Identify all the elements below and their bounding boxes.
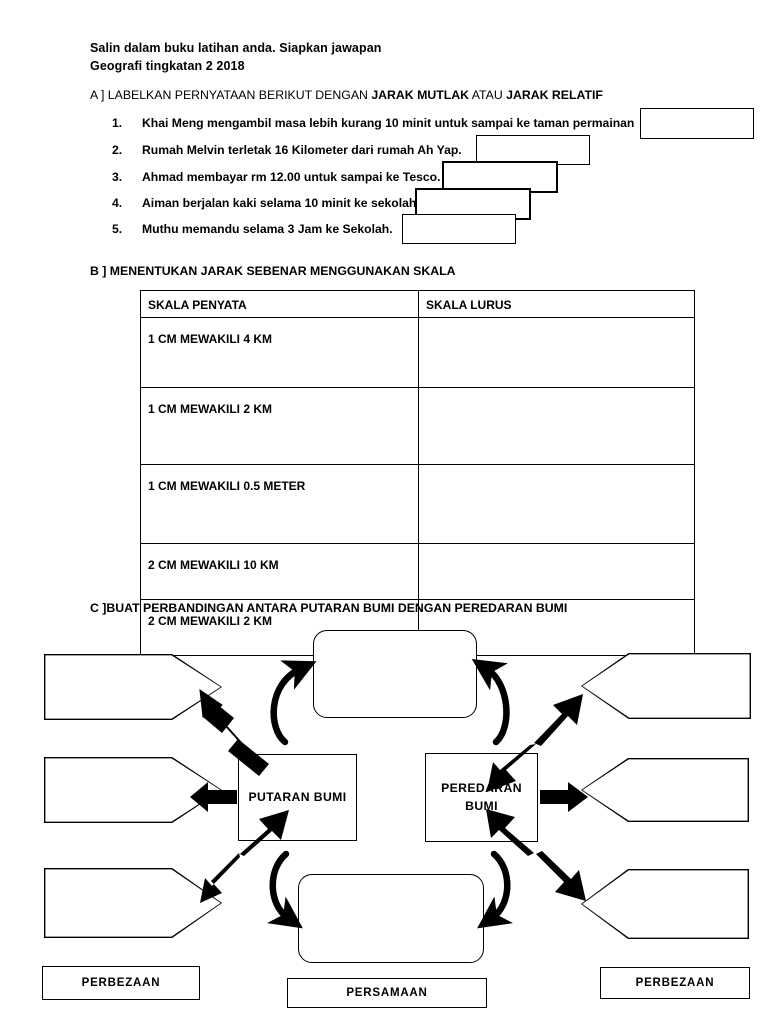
section-c-heading: C ]BUAT PERBANDINGAN ANTARA PUTARAN BUMI…: [90, 601, 568, 615]
question-number-1: 1.: [112, 116, 123, 130]
bottom-common-box[interactable]: [298, 874, 484, 963]
cell-skala-penyata-1: 1 CM MEWAKILI 4 KM: [140, 317, 419, 388]
top-common-box[interactable]: [313, 630, 477, 718]
section-a-heading-bold-2: JARAK RELATIF: [506, 88, 603, 102]
cell-skala-lurus-4[interactable]: [418, 543, 695, 600]
section-a-heading-mid: ATAU: [469, 88, 507, 102]
header-line-2: Geografi tingkatan 2 2018: [90, 59, 245, 73]
section-b-heading: B ] MENENTUKAN JARAK SEBENAR MENGGUNAKAN…: [90, 264, 456, 278]
right-answer-shape-3[interactable]: [581, 869, 749, 939]
section-a-heading-prefix: A ] LABELKAN PERNYATAAN BERIKUT DENGAN: [90, 88, 372, 102]
cell-skala-lurus-3[interactable]: [418, 464, 695, 544]
column-header-skala-penyata: SKALA PENYATA: [140, 290, 419, 318]
legend-perbezaan-right: PERBEZAAN: [600, 967, 750, 999]
cell-skala-lurus-1[interactable]: [418, 317, 695, 388]
question-row-1: 1. Khai Meng mengambil masa lebih kurang …: [112, 116, 634, 130]
question-number-2: 2.: [112, 143, 123, 157]
arrow-peredaran-to-right-2: [540, 782, 588, 812]
column-header-skala-lurus: SKALA LURUS: [418, 290, 695, 318]
question-row-5: 5. Muthu memandu selama 3 Jam ke Sekolah.: [112, 222, 393, 236]
table-row: 1 CM MEWAKILI 2 KM: [140, 387, 695, 465]
right-answer-shape-2[interactable]: [581, 758, 749, 822]
right-answer-shape-1[interactable]: [581, 653, 751, 719]
left-answer-shape-3[interactable]: [44, 868, 222, 938]
table-header-row: SKALA PENYATA SKALA LURUS: [140, 290, 695, 318]
question-text-5: Muthu memandu selama 3 Jam ke Sekolah.: [142, 222, 393, 236]
question-text-1: Khai Meng mengambil masa lebih kurang 10…: [142, 116, 635, 130]
center-box-putaran-bumi: PUTARAN BUMI: [238, 754, 357, 841]
table-row: 2 CM MEWAKILI 2 KM: [140, 599, 695, 656]
cell-skala-penyata-4: 2 CM MEWAKILI 10 KM: [140, 543, 419, 600]
left-answer-shape-1[interactable]: [44, 654, 222, 720]
peredaran-bumi-line-1: PEREDARAN: [441, 780, 522, 795]
answer-box-5[interactable]: [402, 214, 516, 244]
cell-skala-penyata-2: 1 CM MEWAKILI 2 KM: [140, 387, 419, 465]
table-row: 1 CM MEWAKILI 0.5 METER: [140, 464, 695, 544]
curved-arrow-peredaran-to-bottom: [477, 850, 514, 929]
scale-table: SKALA PENYATA SKALA LURUS 1 CM MEWAKILI …: [140, 290, 695, 656]
question-number-5: 5.: [112, 222, 123, 236]
question-text-4: Aiman berjalan kaki selama 10 minit ke s…: [142, 196, 420, 210]
table-row: 2 CM MEWAKILI 10 KM: [140, 543, 695, 600]
curved-arrow-putaran-to-top: [270, 660, 317, 746]
question-number-4: 4.: [112, 196, 123, 210]
center-box-peredaran-bumi: PEREDARAN BUMI: [425, 753, 538, 842]
header-line-1: Salin dalam buku latihan anda. Siapkan j…: [90, 41, 382, 55]
curved-arrow-putaran-to-bottom: [266, 850, 303, 929]
peredaran-bumi-line-2: BUMI: [465, 798, 498, 813]
answer-box-2[interactable]: [476, 135, 590, 165]
curved-arrow-peredaran-to-top: [471, 659, 510, 746]
section-a-heading: A ] LABELKAN PERNYATAAN BERIKUT DENGAN J…: [90, 88, 603, 102]
question-row-4: 4. Aiman berjalan kaki selama 10 minit ke…: [112, 196, 420, 210]
question-text-3: Ahmad membayar rm 12.00 untuk sampai ke …: [142, 170, 441, 184]
table-row: 1 CM MEWAKILI 4 KM: [140, 317, 695, 388]
question-text-2: Rumah Melvin terletak 16 Kilometer dari …: [142, 143, 462, 157]
question-number-3: 3.: [112, 170, 123, 184]
question-row-3: 3. Ahmad membayar rm 12.00 untuk sampai k…: [112, 170, 441, 184]
left-answer-shape-2[interactable]: [44, 757, 222, 823]
answer-box-1[interactable]: [640, 108, 754, 139]
question-row-2: 2. Rumah Melvin terletak 16 Kilometer dar…: [112, 143, 462, 157]
section-a-heading-bold-1: JARAK MUTLAK: [371, 88, 470, 102]
legend-perbezaan-left: PERBEZAAN: [42, 966, 200, 1000]
legend-persamaan-center: PERSAMAAN: [287, 978, 487, 1008]
